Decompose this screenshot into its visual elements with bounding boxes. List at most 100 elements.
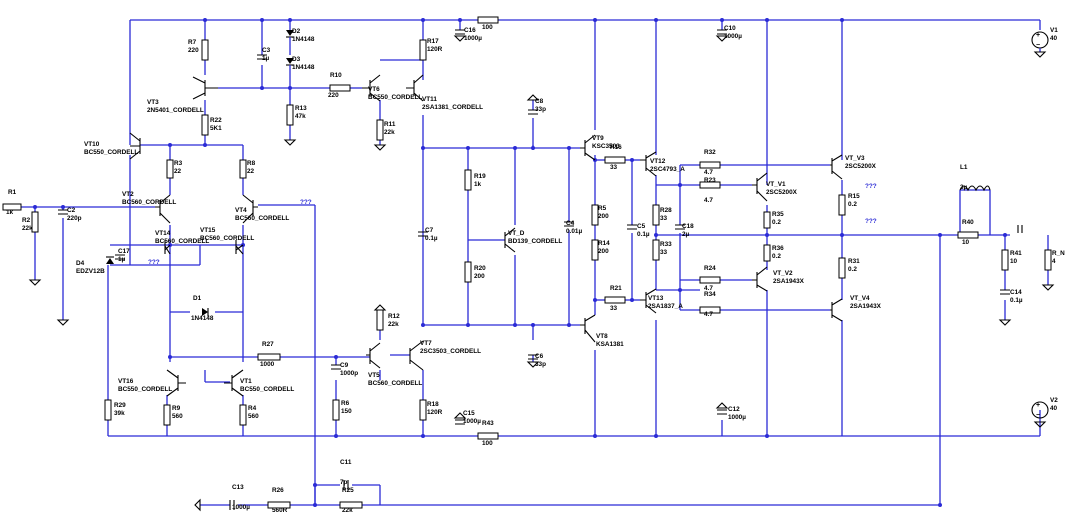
label-vt16-name: VT16	[118, 378, 134, 385]
label-r31-value: 0.2	[848, 266, 857, 273]
label-r9-name: R9	[172, 405, 181, 412]
label-r25-name: R25	[342, 487, 354, 494]
transistor-VT5	[366, 342, 381, 369]
label-vt12-name: VT12	[650, 158, 666, 165]
resistor-R24	[699, 276, 721, 284]
label-r23-value: 4.7	[704, 197, 713, 204]
label-vt9-name: VT9	[592, 135, 604, 142]
resistor-R34	[699, 306, 721, 314]
transistor-VT12	[640, 151, 657, 177]
label-r15-value: 0.2	[848, 201, 857, 208]
label-r16-name: R16	[610, 144, 622, 151]
label-r4-value: 560	[248, 413, 259, 420]
label-c18-value: 2µ	[682, 231, 690, 238]
label-r-n-value: 4	[1052, 258, 1056, 265]
label-vt5-name: VT5	[368, 372, 380, 379]
label-c11-value: 7p	[340, 479, 348, 486]
diode-symbols	[106, 30, 294, 316]
label-c2-value: 220p	[67, 215, 82, 222]
label-c5-name: C5	[637, 223, 646, 230]
label-r12-name: R12	[388, 313, 400, 320]
label-r15-name: R15	[848, 193, 860, 200]
label-vt-v2-name: VT_V2	[773, 270, 793, 277]
label-v2-name: V2	[1050, 397, 1058, 404]
label-vt14-value: BC560_CORDELL	[155, 238, 209, 245]
label-r28-value: 33	[660, 215, 668, 222]
junction-dots	[33, 18, 1007, 507]
transistor-symbols	[129, 74, 843, 397]
resistor-R40	[957, 231, 979, 239]
label-v1-value: 40	[1050, 35, 1058, 42]
label-r43-name: R43	[482, 420, 494, 427]
resistor-R_N	[1044, 249, 1052, 271]
label-r33-name: R33	[660, 241, 672, 248]
resistor-R26	[267, 501, 291, 509]
resistor-R18	[419, 399, 427, 421]
transistor-VT_D	[504, 227, 516, 253]
label-c10-name: C10	[724, 25, 736, 32]
diode-D1	[202, 308, 208, 316]
label-r5-value: 200	[598, 213, 609, 220]
label-vt1-name: VT1	[240, 378, 252, 385]
label-vt5-value: BC560_CORDELL	[368, 380, 422, 387]
svg-text:−: −	[1036, 42, 1040, 49]
label-c9-value: 1000p	[340, 370, 358, 377]
label-vt6-value: BC550_CORDELL	[368, 94, 422, 101]
resistor-R9	[163, 404, 171, 426]
label-c4-value: 0.01µ	[566, 228, 582, 235]
label-r22-name: R22	[210, 117, 222, 124]
capacitor-C13	[229, 500, 235, 510]
label-vt-d-name: VT_D	[508, 230, 525, 237]
resistor-R2	[31, 211, 39, 233]
label-vt15-name: VT15	[200, 227, 216, 234]
label-r40-name: R40	[962, 219, 974, 226]
voltage-sources: + − + −	[1031, 31, 1049, 419]
label-v2-value: 40	[1050, 405, 1058, 412]
label-r29-value: 39k	[114, 410, 125, 417]
label-r24-name: R24	[704, 265, 716, 272]
label-vt15-value: BC560_CORDELL	[200, 235, 254, 242]
label-vt10-value: BC550_CORDELL	[84, 149, 138, 156]
label-r8-name: R8	[247, 160, 256, 167]
label-r2-name: R2	[22, 217, 31, 224]
capacitor-C3	[257, 54, 267, 60]
resistor-R1	[2, 203, 22, 211]
label-r40-value: 10	[962, 239, 970, 246]
label-c3-name: C3	[262, 47, 271, 54]
transistor-VT14	[164, 240, 171, 255]
capacitor-symbols	[58, 29, 1010, 510]
label-vt-v3-value: 2SC5200X	[845, 163, 877, 170]
label-r5-name: R5	[598, 205, 607, 212]
label-d2-value: 1N4148	[292, 36, 315, 43]
label-r19-value: 1k	[474, 181, 482, 188]
label-c2-name: C2	[67, 207, 76, 214]
label-c13-value: 1000µ	[232, 504, 250, 511]
label-r34-value: 4.7	[704, 311, 713, 318]
transistor-VT4	[242, 194, 258, 224]
capacitor-C11	[343, 480, 349, 490]
resistor-symbols	[2, 16, 1052, 509]
label-vt11-value: 2SA1381_CORDELL	[422, 104, 483, 111]
resistor-R100	[477, 16, 499, 24]
label-vt12-value: 2SC4793_A	[650, 166, 685, 173]
transistor-VT6	[362, 74, 381, 102]
label-r26-value: 560R	[272, 507, 288, 514]
label-r12-value: 22k	[388, 321, 399, 328]
label-r27-name: R27	[262, 341, 274, 348]
label-r23-name: R23	[704, 177, 716, 184]
inductor-L1	[959, 185, 991, 192]
label-v1-name: V1	[1050, 27, 1058, 34]
resistor-R17	[419, 39, 427, 61]
label-vt-d-value: BD139_CORDELL	[508, 238, 562, 245]
label-r14-value: 200	[598, 248, 609, 255]
label-c9-name: C9	[340, 362, 349, 369]
label-r34-name: R34	[704, 291, 716, 298]
label-d4-name: D4	[76, 260, 85, 267]
transistor-VT1	[224, 369, 244, 397]
net-label-3: ???	[865, 183, 877, 190]
label-r18-name: R18	[427, 401, 439, 408]
label-d2-name: D2	[292, 28, 301, 35]
resistor-R14	[591, 239, 599, 261]
label-c17-name: C17	[118, 248, 130, 255]
label-c7-name: C7	[425, 227, 434, 234]
